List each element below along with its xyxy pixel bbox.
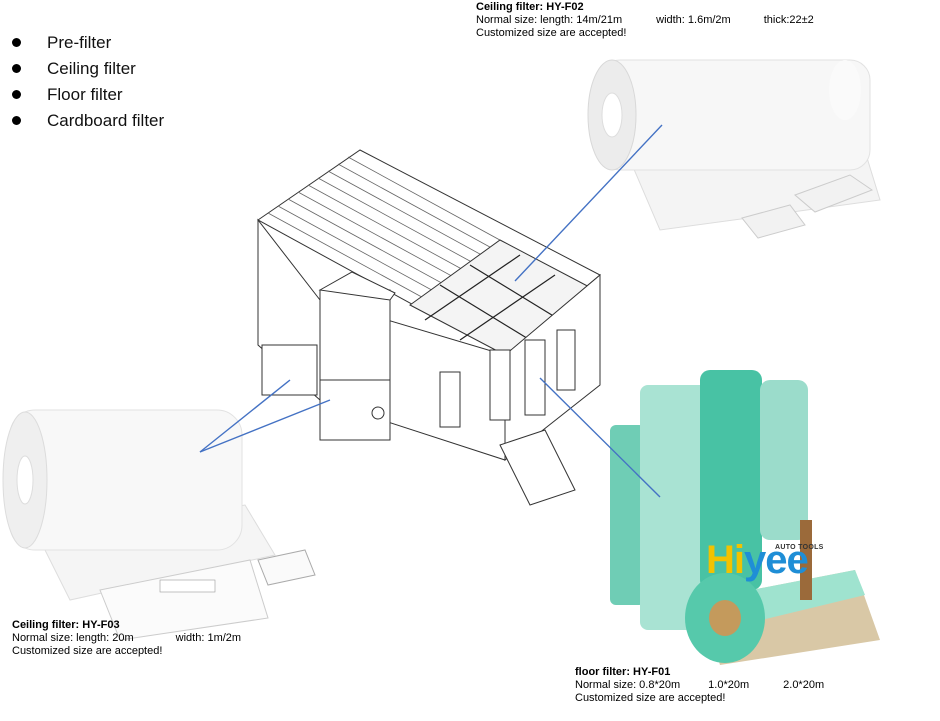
list-item: Cardboard filter (12, 108, 164, 134)
caption-title: Ceiling filter: HY-F02 (476, 1, 584, 13)
caption-floor-filter-f01: floor filter: HY-F01 Normal size: 0.8*20… (575, 666, 824, 705)
bullet-icon (12, 38, 21, 47)
caption-note: Customized size are accepted! (476, 27, 627, 39)
caption-ceiling-filter-f03: Ceiling filter: HY-F03 Normal size: leng… (12, 619, 241, 658)
caption-note: Customized size are accepted! (575, 692, 726, 704)
logo-tagline: AUTO TOOLS (775, 544, 824, 551)
caption-note: Customized size are accepted! (12, 645, 163, 657)
caption-title: Ceiling filter: HY-F03 (12, 619, 120, 631)
pointer-lines (199, 124, 663, 498)
bullet-icon (12, 90, 21, 99)
caption-ceiling-filter-f02: Ceiling filter: HY-F02 Normal size: leng… (476, 1, 814, 40)
list-item: Pre-filter (12, 30, 164, 56)
hiyee-logo: Hiyee (706, 538, 809, 582)
floor-filter-rolls-f01-image (610, 370, 880, 665)
filter-type-list: Pre-filter Ceiling filter Floor filter C… (12, 30, 164, 134)
ceiling-filter-roll-f03-image (2, 409, 316, 641)
list-item: Floor filter (12, 82, 164, 108)
bullet-icon (12, 116, 21, 125)
list-item: Ceiling filter (12, 56, 164, 82)
ceiling-filter-roll-f02-image (587, 59, 881, 239)
caption-title: floor filter: HY-F01 (575, 666, 671, 678)
spray-booth-diagram (257, 149, 601, 506)
bullet-icon (12, 64, 21, 73)
